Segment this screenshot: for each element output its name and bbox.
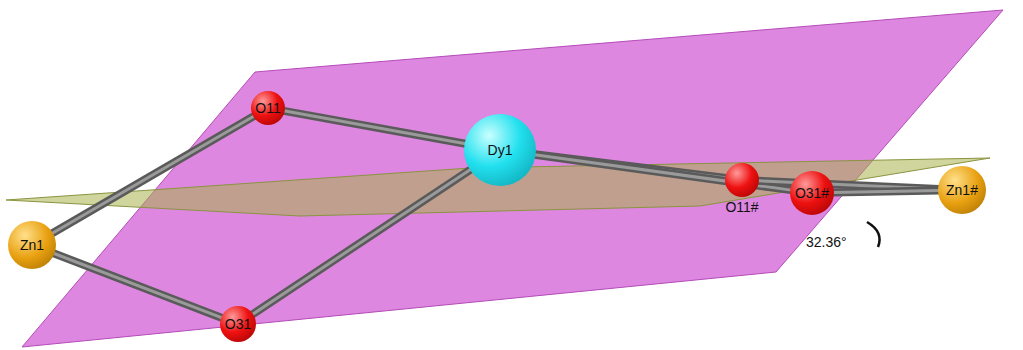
bond [252,169,471,314]
bond [833,190,939,192]
atom-label: O31 [225,317,251,331]
atom-sphere: O11 [251,91,285,125]
atom-sphere: Dy1 [464,114,536,186]
atom-sphere: O11# [725,163,759,197]
angle-label: 32.36° [806,234,847,250]
atom-sphere: Zn1 [8,221,56,269]
atom-label: Zn1 [20,238,44,252]
atom-label: O31# [795,186,829,200]
atom-label: Dy1 [488,143,513,157]
bond [52,116,254,233]
atom-sphere: O31# [790,171,834,215]
atom-label: O11 [255,101,280,115]
atom-label: Zn1# [946,183,978,197]
bond [284,111,466,144]
atom-sphere: O31 [220,306,256,342]
atom-label: O11# [725,200,758,214]
angle-arc [867,222,880,247]
atom-sphere: Zn1# [938,166,986,214]
bond [53,253,222,318]
